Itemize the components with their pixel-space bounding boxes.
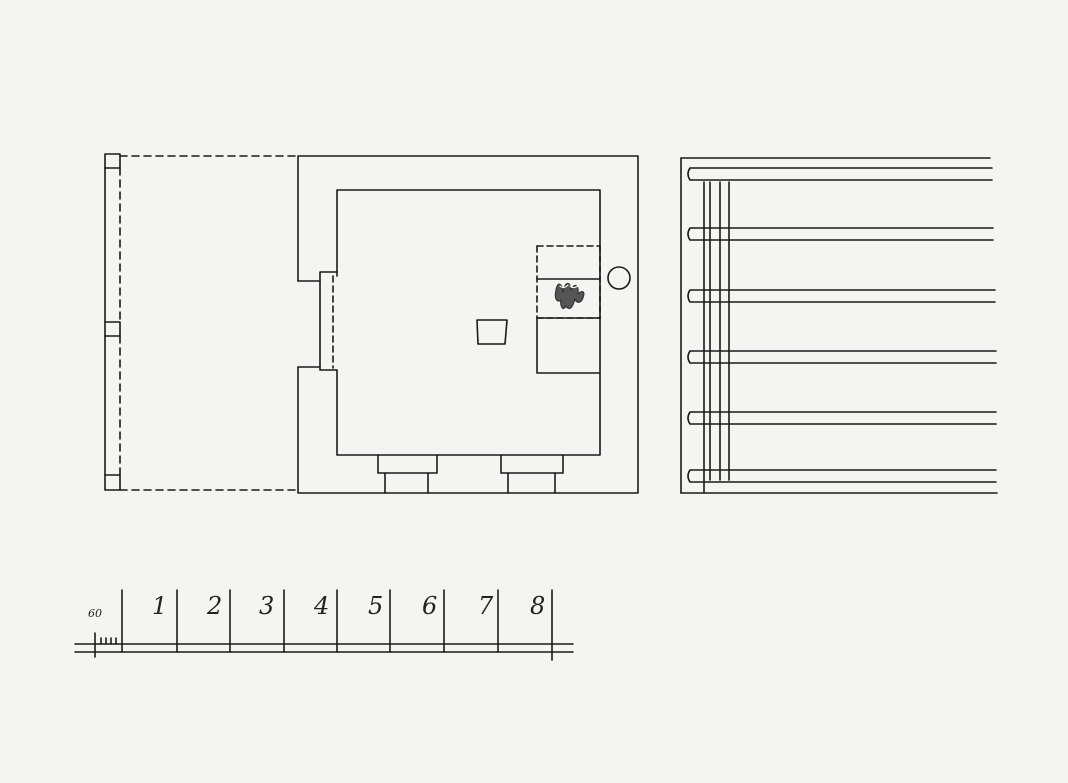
log-1: [687, 167, 993, 181]
log-5: [687, 411, 997, 425]
inner-wall: [336, 189, 601, 456]
scale-label-2: 2: [206, 592, 222, 620]
scale-major-ticks: [121, 589, 553, 661]
chimney-circle: [607, 266, 631, 290]
log-wall-elevation: [680, 157, 998, 494]
fire-icon: [554, 282, 585, 310]
scale-label-1: 1: [152, 592, 167, 620]
stove-hood-dashed: [536, 245, 601, 319]
entrance-door: [297, 271, 338, 371]
window-bay-right: [500, 454, 564, 494]
door-frame: [319, 271, 338, 371]
porch-post-bottom: [104, 474, 121, 491]
log-6: [687, 469, 997, 483]
porch-posts: [104, 153, 121, 491]
porch-post-middle: [104, 321, 121, 337]
floor-plan: [104, 153, 639, 494]
scale-labels: 60 1 2 3 4 5 6 7 8: [88, 592, 545, 620]
scale-subdivisions: [100, 637, 117, 645]
scale-subdivision-label: 60: [88, 607, 102, 620]
window-bay-left: [377, 454, 438, 494]
log-4: [687, 350, 997, 364]
scale-bar: [74, 589, 574, 661]
log-2: [687, 227, 994, 241]
scale-label-5: 5: [368, 592, 383, 620]
outer-wall: [297, 155, 639, 494]
log-3: [687, 289, 996, 303]
scale-label-4: 4: [313, 592, 329, 620]
stove: [536, 245, 601, 374]
porch-post-top: [104, 153, 121, 169]
scale-label-6: 6: [422, 592, 437, 620]
scale-label-7: 7: [478, 592, 494, 620]
scale-label-8: 8: [530, 592, 545, 620]
central-post: [476, 319, 508, 345]
porch-outline-dashed: [119, 155, 299, 491]
scale-label-3: 3: [259, 592, 274, 620]
